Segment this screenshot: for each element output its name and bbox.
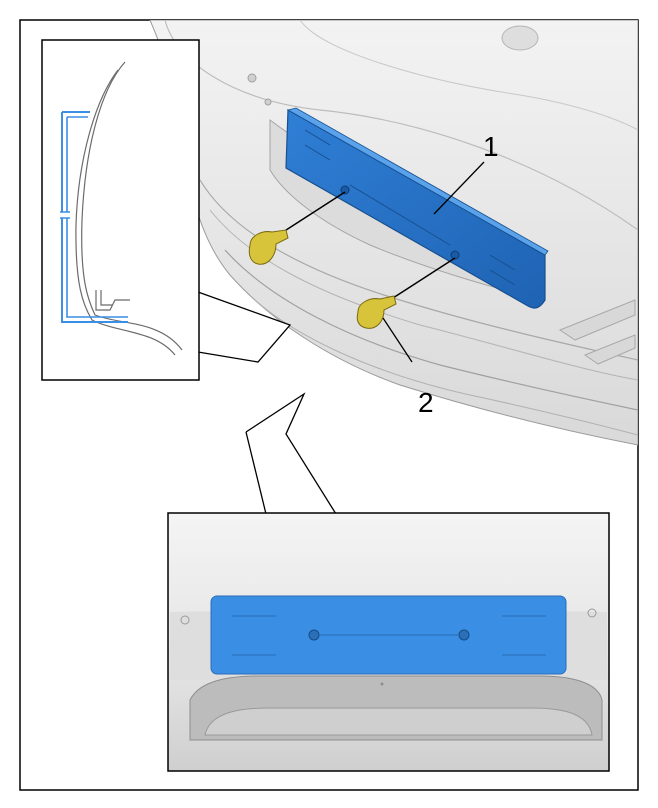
bracket-hole-left (340, 185, 350, 195)
bracket-hole-right (450, 250, 460, 260)
screw-right (356, 257, 456, 329)
callout-2-leader (382, 317, 413, 363)
screw-left (248, 191, 346, 265)
section-detail-inset (41, 39, 292, 381)
license-plate-bracket (285, 107, 549, 309)
callout-2-label: 2 (418, 387, 434, 418)
front-detail-inset (167, 392, 610, 772)
callout-1-leader (433, 161, 485, 215)
callout-1-label: 1 (483, 131, 499, 162)
